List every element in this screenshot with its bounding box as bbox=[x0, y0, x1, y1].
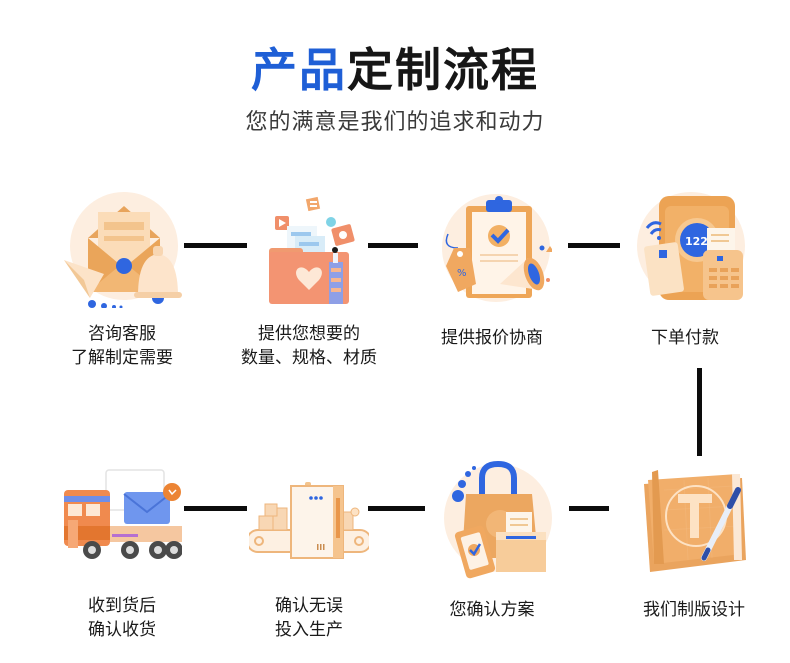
step-4-line-1: 下单付款 bbox=[651, 328, 719, 348]
connector-6-7 bbox=[368, 506, 425, 511]
step-3-label: 提供报价协商 bbox=[407, 326, 577, 350]
connector-7-8 bbox=[184, 506, 247, 511]
step-7-line-1: 确认无误 bbox=[275, 596, 343, 616]
page-title: 产品定制流程 bbox=[0, 42, 790, 98]
connector-1-2 bbox=[184, 243, 247, 248]
connector-5-6 bbox=[569, 506, 609, 511]
step-1-line-1: 咨询客服 bbox=[88, 324, 156, 344]
step-7-label: 确认无误 投入生产 bbox=[224, 594, 394, 642]
step-2-line-2: 数量、规格、材质 bbox=[241, 348, 377, 368]
blueprint-pen-icon bbox=[634, 460, 754, 580]
clipboard-megaphone-icon: % bbox=[432, 188, 552, 308]
step-5-label: 我们制版设计 bbox=[609, 598, 779, 622]
step-6-label: 您确认方案 bbox=[407, 598, 577, 622]
delivery-truck-icon bbox=[62, 460, 182, 580]
connector-3-4 bbox=[568, 243, 620, 248]
envelope-bell-icon bbox=[62, 188, 182, 308]
step-8-line-2: 确认收货 bbox=[88, 620, 156, 640]
connector-2-3 bbox=[368, 243, 418, 248]
step-4-label: 下单付款 bbox=[600, 326, 770, 350]
title-rest: 定制流程 bbox=[347, 43, 539, 97]
step-1-label: 咨询客服 了解制定需要 bbox=[37, 322, 207, 370]
payment-terminal-icon: 1221 bbox=[625, 188, 745, 308]
page-subtitle: 您的满意是我们的追求和动力 bbox=[245, 110, 545, 135]
step-2-line-1: 提供您想要的 bbox=[258, 324, 360, 344]
svg-text:%: % bbox=[457, 268, 467, 279]
step-1-line-2: 了解制定需要 bbox=[71, 348, 173, 368]
step-8-label: 收到货后 确认收货 bbox=[37, 594, 207, 642]
production-conveyor-icon bbox=[249, 460, 369, 580]
shopping-bag-confirm-icon bbox=[432, 460, 552, 580]
step-5-line-1: 我们制版设计 bbox=[643, 600, 745, 620]
step-6-line-1: 您确认方案 bbox=[449, 600, 535, 620]
step-2-label: 提供您想要的 数量、规格、材质 bbox=[224, 322, 394, 370]
folder-heart-icon bbox=[249, 188, 369, 308]
step-8-line-1: 收到货后 bbox=[88, 596, 156, 616]
connector-4-5 bbox=[697, 368, 702, 456]
step-3-line-1: 提供报价协商 bbox=[441, 328, 543, 348]
title-accent: 产品 bbox=[251, 43, 347, 97]
step-7-line-2: 投入生产 bbox=[275, 620, 343, 640]
